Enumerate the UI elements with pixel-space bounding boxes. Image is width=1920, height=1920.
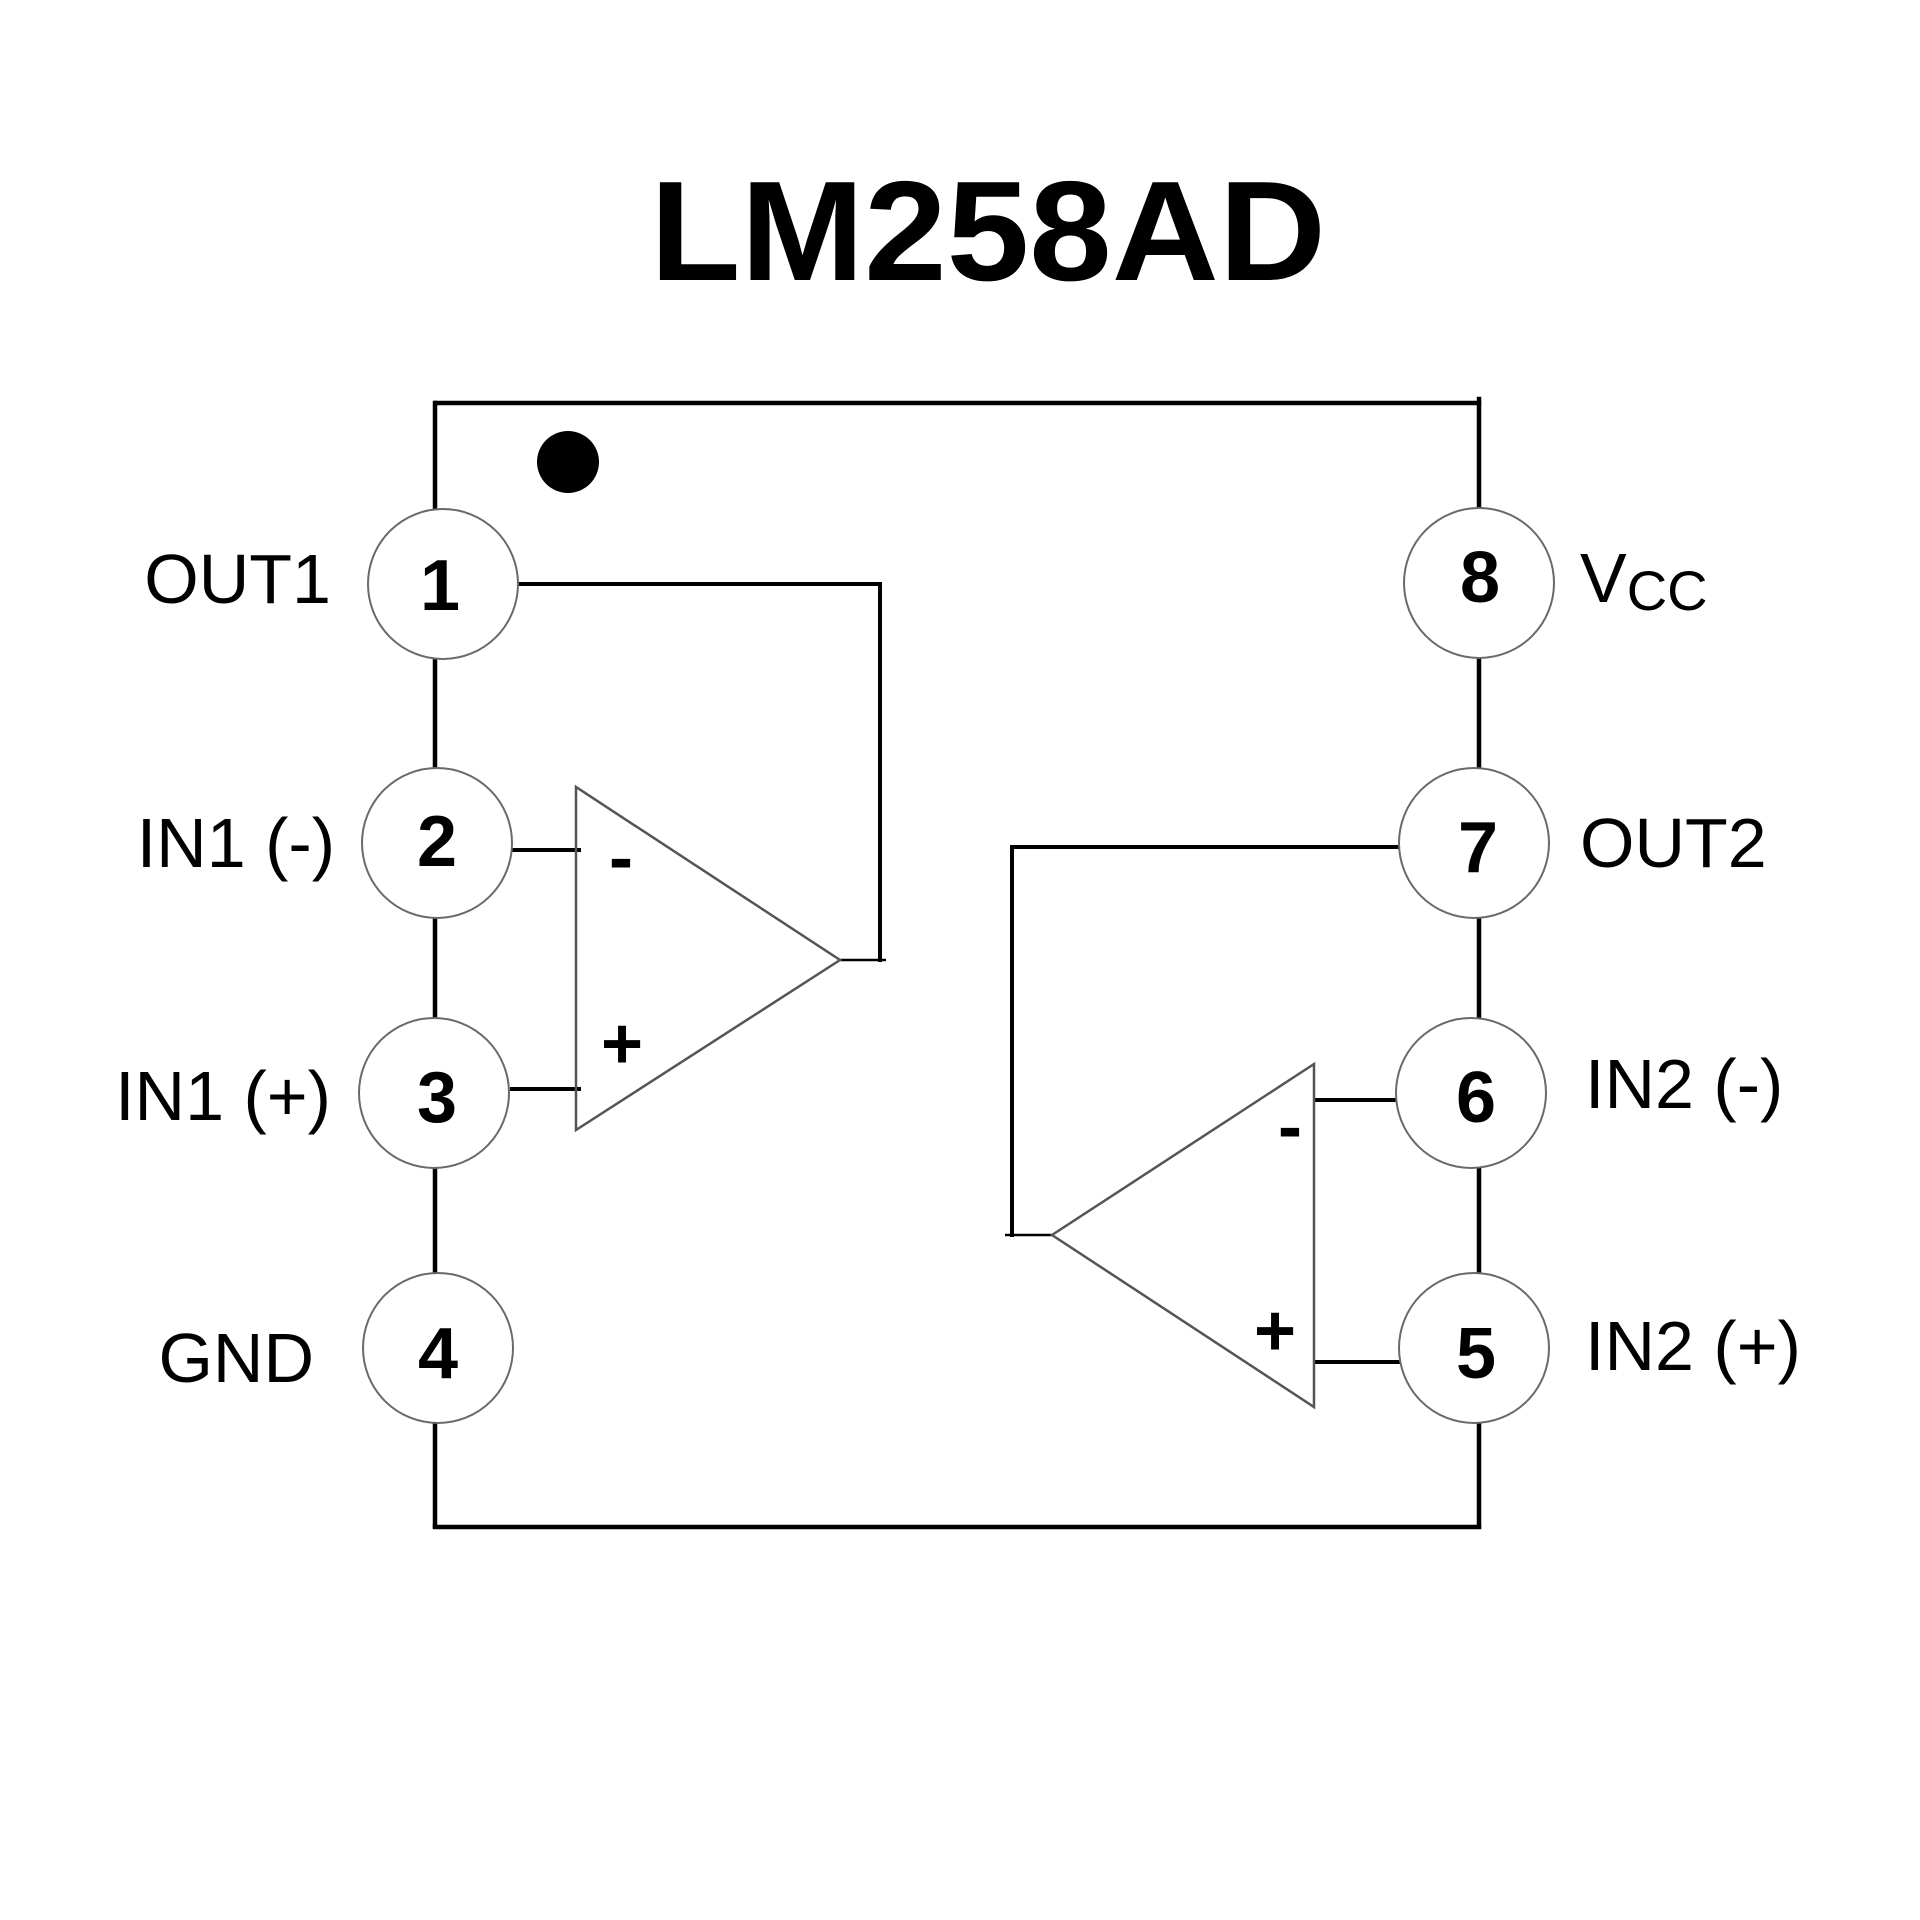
- pin-8: 8 VCC: [1403, 507, 1708, 659]
- pin-3: 3 IN1 (+): [115, 1017, 510, 1169]
- pin-8-circle: [1403, 507, 1555, 659]
- chip-title: LM258AD: [650, 152, 1326, 311]
- pin-4: 4 GND: [158, 1272, 514, 1424]
- pin-4-circle: [362, 1272, 514, 1424]
- opamp-a: - +: [510, 582, 886, 1133]
- pin-6-label: IN2 (-): [1585, 1045, 1783, 1123]
- pin-5: 5 IN2 (+): [1398, 1272, 1801, 1424]
- pin-7: 7 OUT2: [1398, 767, 1767, 919]
- pin-3-circle: [358, 1017, 510, 1169]
- opamp-b-noninverting-sign: +: [1254, 1291, 1296, 1371]
- pin-1-number: 1: [420, 546, 460, 626]
- pin-5-label: IN2 (+): [1585, 1307, 1801, 1385]
- pin-2-circle: [361, 767, 513, 919]
- pin-6-number: 6: [1456, 1058, 1496, 1138]
- pin-1-circle: [367, 508, 519, 660]
- pin-2: 2 IN1 (-): [137, 767, 513, 919]
- pin-5-number: 5: [1456, 1314, 1496, 1394]
- pin-1: 1 OUT1: [144, 508, 519, 660]
- opamp-a-inverting-sign: -: [609, 818, 633, 898]
- opamp-b-inverting-sign: -: [1278, 1087, 1302, 1167]
- opamp-b: - +: [1005, 845, 1407, 1410]
- pin-7-circle: [1398, 767, 1550, 919]
- package-outline: [432, 396, 1482, 1530]
- pin1-indicator-dot: [537, 431, 599, 493]
- pin-3-label: IN1 (+): [115, 1057, 331, 1135]
- opamp-b-triangle: [1049, 1061, 1316, 1410]
- pin-4-number: 4: [418, 1314, 458, 1394]
- pin-8-number: 8: [1460, 538, 1500, 618]
- out2-feedback-wire: [1010, 845, 1407, 1237]
- pin-7-label: OUT2: [1580, 804, 1767, 882]
- pin-2-label: IN1 (-): [137, 804, 335, 882]
- opamp-a-noninverting-sign: +: [601, 1004, 643, 1084]
- pin-3-number: 3: [417, 1058, 457, 1138]
- pin-6-circle: [1395, 1017, 1547, 1169]
- pin-2-number: 2: [417, 802, 457, 882]
- pin-8-label-main: V: [1580, 539, 1627, 617]
- pin-1-label: OUT1: [144, 540, 331, 618]
- pin-8-label-sub: CC: [1627, 559, 1708, 622]
- out1-feedback-wire: [515, 582, 882, 962]
- opamp-a-triangle: [574, 784, 843, 1133]
- pin-4-label: GND: [158, 1319, 314, 1397]
- pin-7-number: 7: [1458, 808, 1498, 888]
- pin-8-label: VCC: [1580, 539, 1708, 622]
- pin-5-circle: [1398, 1272, 1550, 1424]
- pin-6: 6 IN2 (-): [1395, 1017, 1783, 1169]
